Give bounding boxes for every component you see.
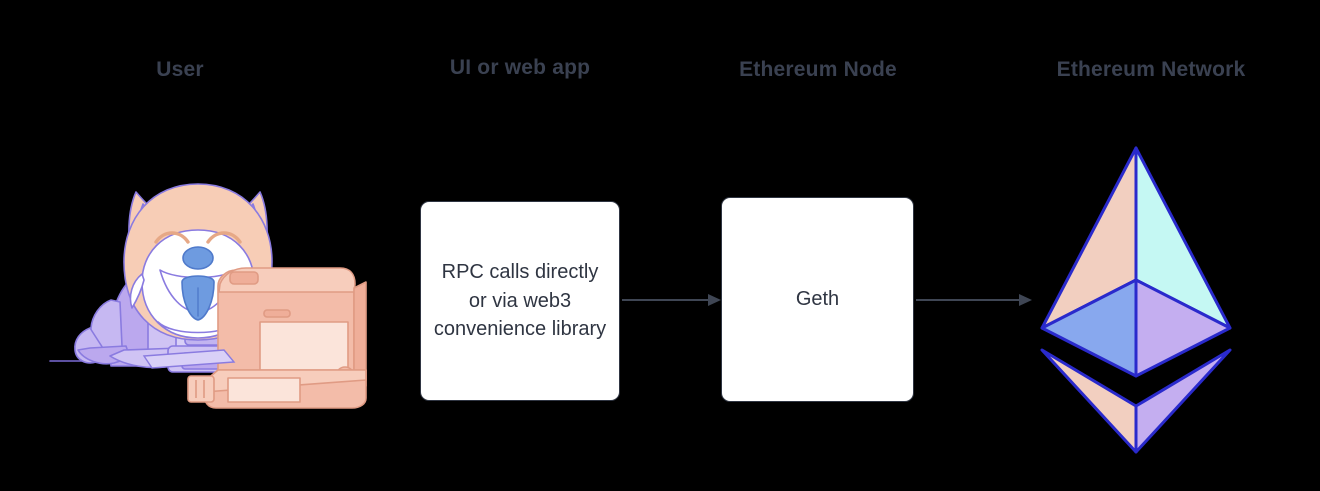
column-header-ethereum-node: Ethereum Node bbox=[739, 58, 897, 81]
arrow-geth-to-network bbox=[916, 294, 1032, 306]
node-rpc-calls-label: RPC calls directly or via web3 convenien… bbox=[433, 261, 607, 341]
arrow-shaft bbox=[622, 299, 709, 301]
node-rpc-calls[interactable]: RPC calls directly or via web3 convenien… bbox=[420, 201, 620, 401]
shiba-inu-at-computer-illustration bbox=[48, 170, 370, 410]
arrow-shaft bbox=[916, 299, 1020, 301]
arrow-head-icon bbox=[708, 294, 721, 306]
column-header-ethereum-network: Ethereum Network bbox=[1056, 58, 1246, 81]
node-geth-label: Geth bbox=[795, 288, 840, 311]
node-geth[interactable]: Geth bbox=[721, 197, 914, 402]
arrow-rpc-to-geth bbox=[622, 294, 721, 306]
ethereum-diamond-logo bbox=[1036, 144, 1236, 456]
column-header-user: User bbox=[156, 58, 204, 81]
column-header-ui-or-web-app: UI or web app bbox=[449, 56, 591, 79]
arrow-head-icon bbox=[1019, 294, 1032, 306]
